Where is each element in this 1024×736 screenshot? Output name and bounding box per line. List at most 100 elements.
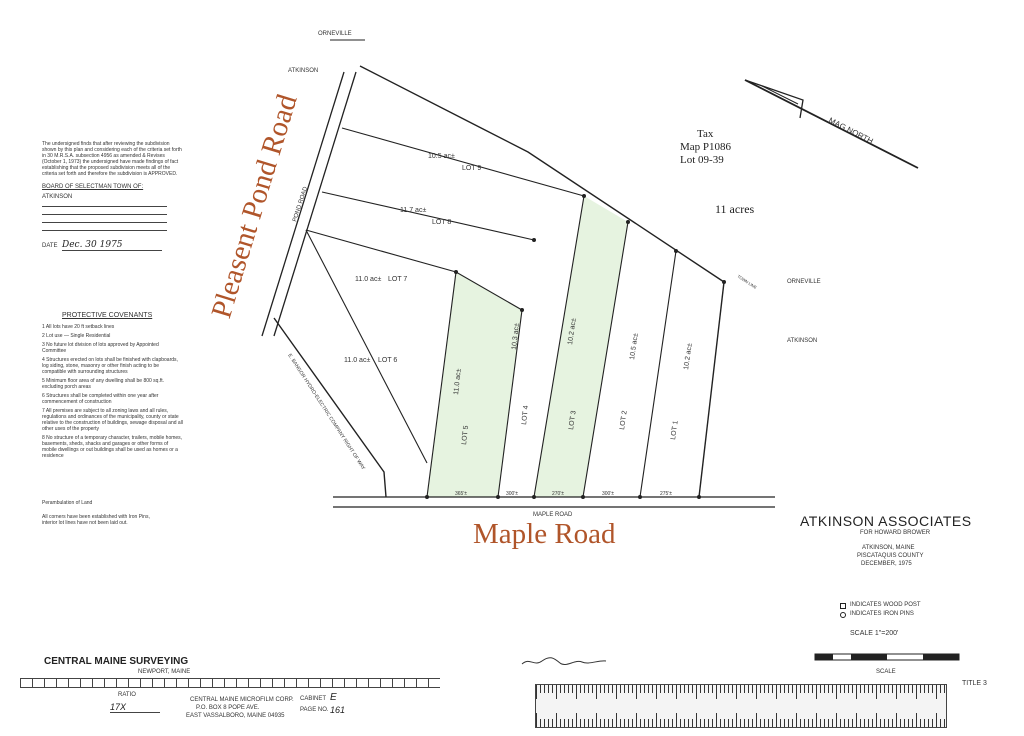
iron-pin-marker <box>722 280 726 284</box>
signature-line <box>42 214 167 215</box>
lot-3-label: LOT 3 <box>568 410 578 430</box>
scale-bar <box>814 653 960 661</box>
scale-label: SCALE 1"=200' <box>850 630 899 637</box>
power-line-right-of-way <box>273 317 387 498</box>
iron-pin-marker <box>582 194 586 198</box>
ratio-label: RATIO <box>118 692 136 698</box>
signature-line <box>42 222 167 223</box>
iron-pin-marker <box>581 495 585 499</box>
covenant-item: 7 All premises are subject to all zoning… <box>42 408 183 432</box>
iron-pin-marker <box>638 495 642 499</box>
iron-pins-legend: INDICATES IRON PINS <box>850 611 914 617</box>
iron-pin-marker <box>520 308 524 312</box>
north-arrow-icon <box>744 79 804 119</box>
wood-post-symbol <box>840 603 846 609</box>
lot-line-9-8 <box>341 127 585 197</box>
iron-pin-marker <box>626 220 630 224</box>
atkinson-right-label: ATKINSON <box>787 338 817 344</box>
iron-pin-marker <box>496 495 500 499</box>
lot-4-acres: 10.3 ac± <box>511 323 521 351</box>
cabinet-value: E <box>330 692 337 703</box>
lot-5-shading <box>427 272 522 497</box>
page-title-label: TITLE 3 <box>962 680 987 687</box>
surveyor-name: CENTRAL MAINE SURVEYING <box>44 656 189 667</box>
iron-pin-marker <box>532 238 536 242</box>
frontage-lot-2: 300'± <box>602 491 614 497</box>
tax-label: Tax <box>697 128 714 140</box>
board-town: ATKINSON <box>42 194 73 200</box>
covenant-item: 5 Minimum floor area of any dwelling sha… <box>42 378 165 390</box>
covenants-title: PROTECTIVE COVENANTS <box>62 312 153 319</box>
cabinet-label: CABINET <box>300 696 327 702</box>
orneville-right-label: ORNEVILLE <box>787 279 821 285</box>
pond-road-edge-west <box>261 71 345 337</box>
lot-line-4-3 <box>533 195 585 498</box>
iron-pin-marker <box>697 495 701 499</box>
plan-date: DECEMBER, 1975 <box>861 561 912 567</box>
lot-5-acres: 11.0 ac± <box>453 368 463 395</box>
wood-post-legend: INDICATES WOOD POST <box>850 602 921 608</box>
lot-3-acres: 10.2 ac± <box>567 318 578 346</box>
board-of-selectman-label: BOARD OF SELECTMAN TOWN OF: <box>42 184 144 190</box>
microfilm-ruler-left <box>20 678 440 688</box>
covenant-item: 3 No future lot division of lots approve… <box>42 342 159 354</box>
plan-subtitle: FOR HOWARD BROWER <box>860 530 931 536</box>
frontage-lot-4: 300'± <box>506 491 518 497</box>
measurement-ruler <box>535 684 947 728</box>
approval-statement: The undersigned finds that after reviewi… <box>42 141 182 177</box>
lot-line-8-7 <box>321 191 535 241</box>
page-no-value: 161 <box>330 705 346 715</box>
lot-6-label: LOT 6 <box>378 357 397 364</box>
north-arrow-line <box>761 85 799 105</box>
iron-pin-marker <box>454 270 458 274</box>
tax-map-label: Map P1086 <box>680 141 732 153</box>
ratio-value: 17X <box>110 702 160 713</box>
iron-pin-marker <box>674 249 678 253</box>
lot-1-acres: 10.2 ac± <box>683 343 694 371</box>
lot-8-acres: 11.7 ac± <box>400 207 426 214</box>
maple-road-label: MAPLE ROAD <box>533 512 573 518</box>
plan-place-county: PISCATAQUIS COUNTY <box>857 553 924 559</box>
frontage-lot-5: 365'± <box>455 491 467 497</box>
plan-title: ATKINSON ASSOCIATES <box>800 513 972 529</box>
signature-line <box>42 230 167 231</box>
approval-date-value: Dec. 30 1975 <box>62 240 162 251</box>
lot-4-label: LOT 4 <box>521 405 530 425</box>
perambulation-note: All corners have been established with I… <box>42 514 150 526</box>
microfilm-company: CENTRAL MAINE MICROFILM CORP. <box>190 697 294 703</box>
approval-date-label: DATE <box>42 243 58 249</box>
lot-line-6-5 <box>426 271 457 498</box>
maple-road-annotation: Maple Road <box>473 518 616 550</box>
frontage-lot-1: 275'± <box>660 491 672 497</box>
lot-8-label: LOT 8 <box>432 219 451 226</box>
iron-pin-symbol <box>840 612 846 618</box>
surveyor-place: NEWPORT, MAINE <box>138 669 191 675</box>
lot-line-5-4 <box>497 309 523 498</box>
town-line-label: TOWN LINE <box>736 274 758 290</box>
lot-6-acres: 11.0 ac± <box>344 357 370 364</box>
scale-word: SCALE <box>876 669 896 675</box>
tax-lot-label: Lot 09-39 <box>680 154 724 166</box>
lot-7-acres: 11.0 ac± <box>355 276 381 283</box>
plan-place-town: ATKINSON, MAINE <box>862 545 915 551</box>
orneville-top-label: ORNEVILLE <box>318 31 352 37</box>
covenant-item: 1 All lots have 20 ft setback lines <box>42 324 115 330</box>
lot-7-label: LOT 7 <box>388 276 407 283</box>
lot-line-6-diagonal <box>305 229 428 464</box>
parcel-boundary-north <box>359 65 725 283</box>
lot-9-acres: 10.5 ac± <box>428 153 455 160</box>
surveyor-signature <box>520 654 610 666</box>
pond-road-label: POND ROAD <box>292 186 309 223</box>
iron-pin-marker <box>425 495 429 499</box>
lot-2-acres: 10.5 ac± <box>629 333 640 361</box>
covenant-item: 4 Structures erected on lots shall be fi… <box>42 357 178 375</box>
right-of-way-label: E. BANGOR HYDRO-ELECTRIC COMPANY RIGHT O… <box>286 353 366 472</box>
lot-line-3-2 <box>582 221 629 498</box>
iron-pin-marker <box>532 495 536 499</box>
microfilm-address: P.O. BOX 8 POPE AVE. <box>196 705 260 711</box>
page-no-label: PAGE NO. <box>300 707 329 713</box>
microfilm-city: EAST VASSALBORO, MAINE 04935 <box>186 713 285 719</box>
acreage-label: 11 acres <box>715 202 755 216</box>
